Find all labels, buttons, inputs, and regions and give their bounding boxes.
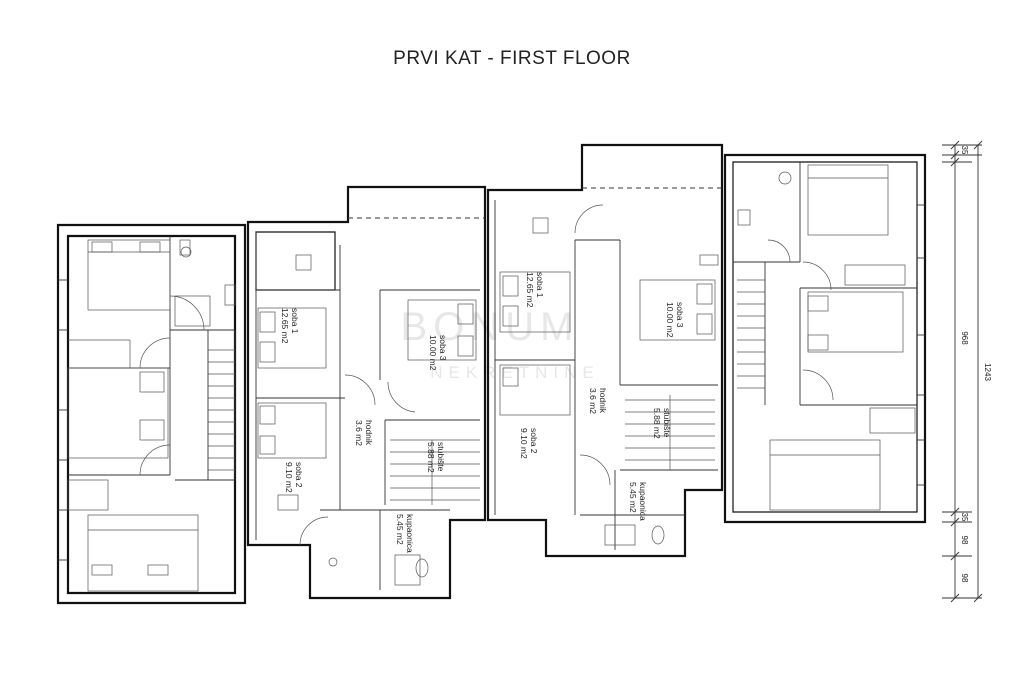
room-area: 5.45 m2 <box>628 482 638 513</box>
room-label: hodnik <box>598 388 608 414</box>
center-right-unit <box>486 143 724 558</box>
room-label: kupaonica <box>638 482 648 521</box>
room-area: 9.10 m2 <box>284 462 294 493</box>
room-label: hodnik <box>364 420 374 446</box>
room-label: stubište <box>662 408 672 438</box>
watermark-line1: BONUM <box>401 305 580 349</box>
dim-total: 1243 <box>983 363 992 381</box>
room-label: soba 2 <box>294 462 304 488</box>
room-label: soba 1 <box>535 272 545 298</box>
room-area: 10.00 m2 <box>428 335 438 371</box>
room-area: 12.65 m2 <box>280 308 290 344</box>
room-label: soba 1 <box>290 308 300 334</box>
plan-title: PRVI KAT - FIRST FLOOR <box>393 48 631 69</box>
dimension-lines: 35 968 1243 35 98 98 <box>942 140 992 603</box>
room-area: 5.88 m2 <box>652 408 662 439</box>
room-area: 3.6 m2 <box>354 420 364 446</box>
room-label: soba 2 <box>529 428 539 454</box>
dim-bottom: 98 <box>960 574 969 583</box>
room-area: 3.6 m2 <box>588 388 598 414</box>
dim-main: 968 <box>960 331 969 345</box>
room-area: 10.00 m2 <box>665 302 675 338</box>
room-label: soba 3 <box>438 335 448 361</box>
watermark-line2: NEKRETNINE <box>430 363 600 382</box>
center-left-unit <box>246 185 487 600</box>
room-area: 9.10 m2 <box>519 428 529 459</box>
room-labels: soba 1 12.65 m2 soba 3 10.00 m2 hodnik 3… <box>280 272 685 553</box>
room-label: kupaonica <box>405 514 415 553</box>
dim-top: 35 <box>960 146 969 155</box>
room-label: stubište <box>436 442 446 472</box>
room-area: 12.65 m2 <box>525 272 535 308</box>
dim-lower-2: 98 <box>960 536 969 545</box>
room-label: soba 3 <box>675 302 685 328</box>
right-unit <box>723 153 927 524</box>
left-unit <box>56 223 247 605</box>
room-area: 5.45 m2 <box>395 514 405 545</box>
left-unit-outline <box>56 223 247 605</box>
room-area: 5.88 m2 <box>426 442 436 473</box>
dim-lower: 35 <box>960 513 969 522</box>
